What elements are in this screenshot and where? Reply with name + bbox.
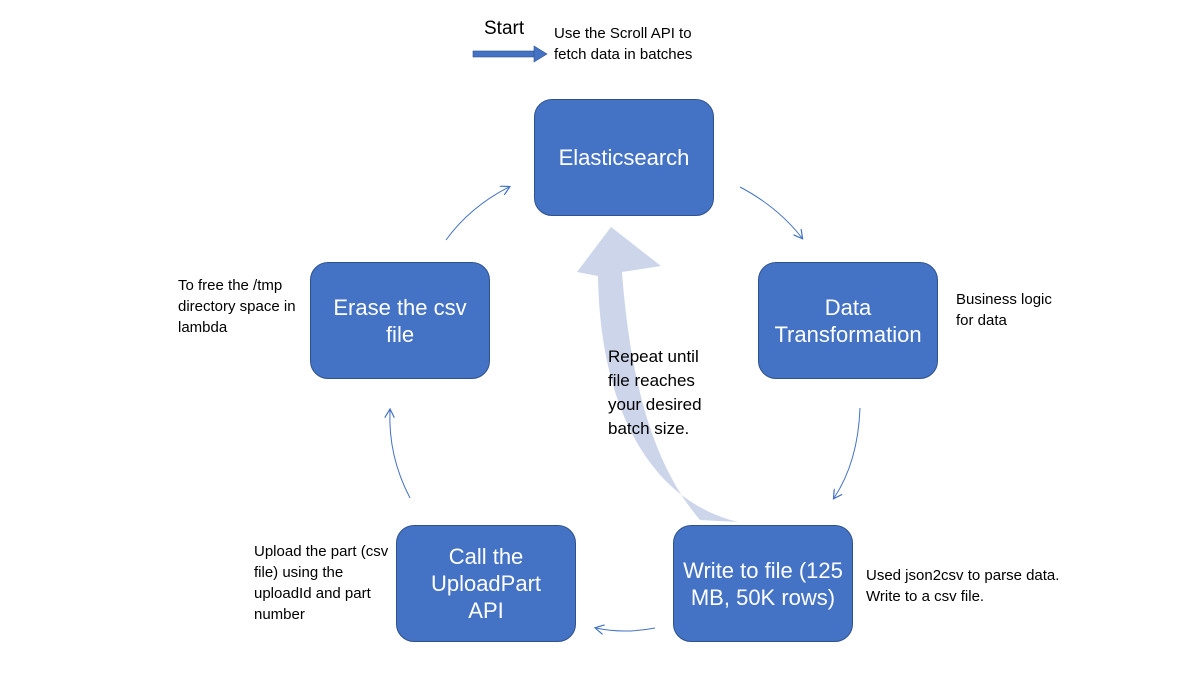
note-upload-part: Upload the part (csv file) using the upl… xyxy=(254,543,389,623)
node-data-transformation: Data Transformation xyxy=(758,262,938,379)
connector-write-to-upload xyxy=(596,628,656,631)
node-write-to-file: Write to file (125 MB, 50K rows) xyxy=(673,525,853,642)
connector-upload-to-erase xyxy=(390,410,411,499)
repeat-label: Repeat until file reaches your desired b… xyxy=(608,347,702,438)
connector-transform-to-write xyxy=(834,407,861,498)
connector-es-to-transform xyxy=(739,186,802,238)
start-label: Start xyxy=(484,18,525,39)
note-json2csv: Used json2csv to parse data. Write to a … xyxy=(866,567,1060,605)
node-call-uploadpart-api: Call the UploadPart API xyxy=(396,525,576,642)
start-arrow xyxy=(472,45,548,63)
note-free-tmp: To free the /tmp directory space in lamb… xyxy=(178,277,296,336)
repeat-loop-arrow xyxy=(577,227,738,522)
note-business-logic: Business logic for data xyxy=(956,291,1052,329)
connector-erase-to-es xyxy=(445,187,509,241)
node-elasticsearch: Elasticsearch xyxy=(534,99,714,216)
note-scroll-api: Use the Scroll API to fetch data in batc… xyxy=(554,25,693,63)
node-erase-csv-file: Erase the csv file xyxy=(310,262,490,379)
